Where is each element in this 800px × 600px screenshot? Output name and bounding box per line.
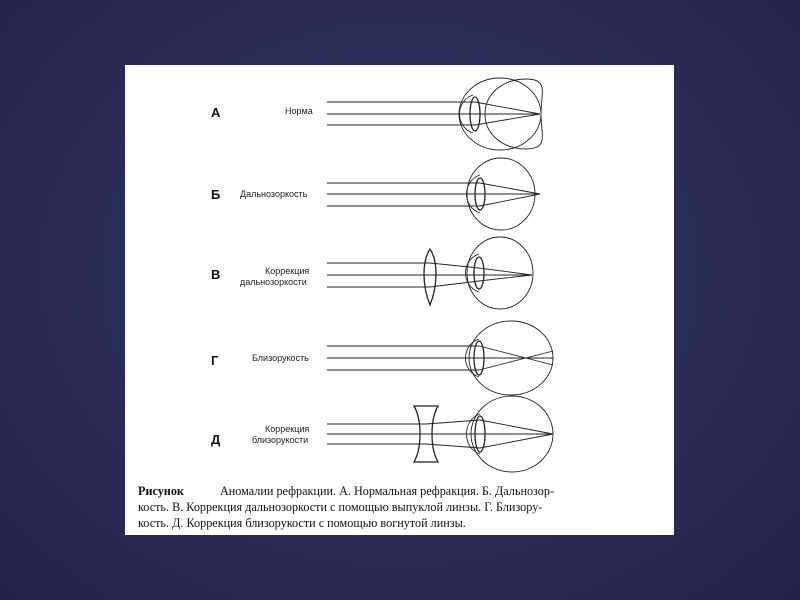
cornea-v [465,253,480,293]
div-ray-d-1 [425,419,481,425]
caption-line-1: Рисунок Аномалии рефракции. А. Нормальная… [138,483,658,499]
row-a: А Норма [211,77,543,151]
row-letter-a: А [211,105,221,120]
focus-ray-a-2 [474,113,541,126]
row-letter-v: В [211,267,220,282]
focus-ray-g-1 [478,345,554,366]
row-label-d-1: Коррекция [265,424,309,434]
caption-line-3: кость. Д. Коррекция близорукости с помощ… [138,516,466,530]
focus-ray-g-2 [478,350,554,371]
focus-ray-d-2 [479,433,554,449]
focus-ray-b-2 [479,193,541,207]
eye-lens-v [473,256,485,290]
focus-ray-v-2 [478,274,533,282]
figure-card: А Норма Б Дальнозоркость [125,65,674,535]
focus-ray-d-1 [479,419,554,435]
convex-lens [423,247,437,307]
refraction-diagram: А Норма Б Дальнозоркость [211,77,554,473]
caption-title: Рисунок [138,484,184,498]
row-v: В Коррекция дальнозоркости [211,236,534,310]
focus-ray-a-1 [474,101,541,115]
caption-text-1: Аномалии рефракции. А. Нормальная рефрак… [219,484,555,498]
figure-caption: Рисунок Аномалии рефракции. А. Нормальная… [138,483,658,531]
conv-ray-v-1 [429,262,480,269]
row-letter-d: Д [211,432,221,447]
caption-line-2: кость. В. Коррекция дальнозоркости с пом… [138,500,543,514]
row-letter-b: Б [211,187,220,202]
conv-ray-v-3 [429,280,480,288]
row-b: Б Дальнозоркость [211,157,541,231]
row-label-v-2: дальнозоркости [240,277,307,287]
row-label-a: Норма [285,106,313,116]
focus-ray-b-1 [479,182,541,195]
eyeball-v [466,236,534,310]
row-label-v-1: Коррекция [265,266,309,276]
row-g: Г Близорукость [211,320,554,396]
row-letter-g: Г [211,353,219,368]
row-d: Д Коррекция близорукости [211,395,554,473]
row-label-b: Дальнозоркость [240,189,308,199]
focus-ray-v-1 [478,267,533,276]
div-ray-d-3 [425,443,481,449]
row-label-d-2: близорукости [252,435,308,445]
row-label-g: Близорукость [252,353,309,363]
